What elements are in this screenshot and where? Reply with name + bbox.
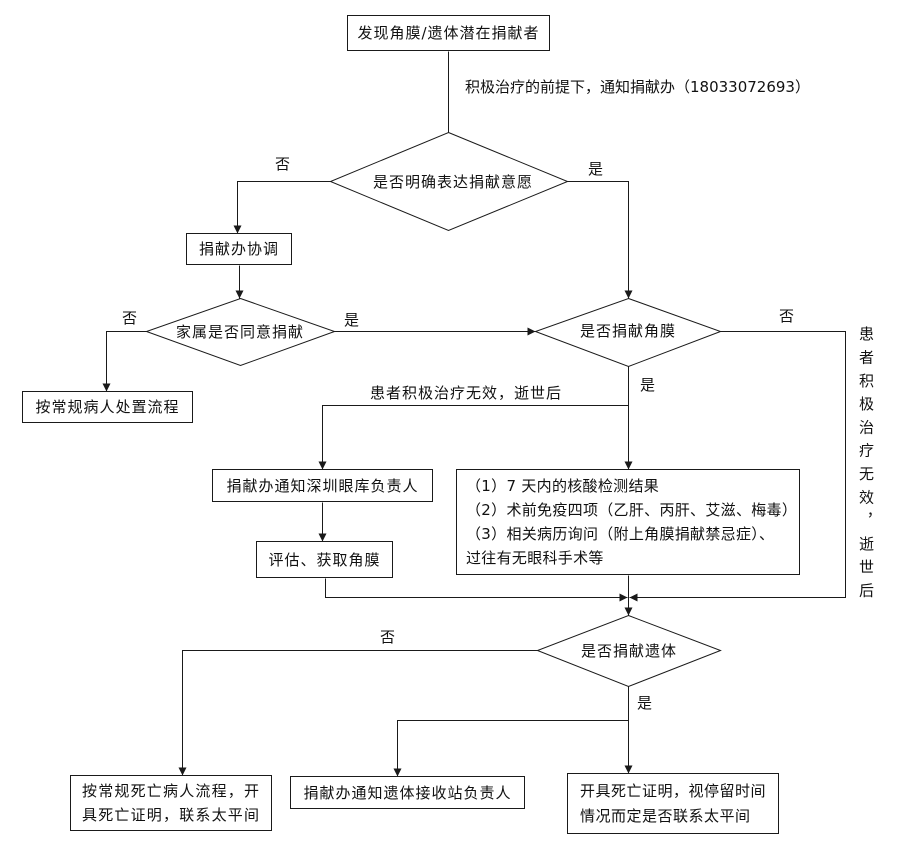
branch-label-cornea-yes: 是	[639, 376, 657, 394]
decision-cornea-label: 是否捐献角膜	[579, 322, 677, 340]
notify-donation-office-note: 积极治疗的前提下，通知捐献办（18033072693）	[465, 78, 810, 96]
death-certificate-node: 开具死亡证明，视停留时间情况而定是否联系太平间	[567, 773, 779, 834]
notify-body-station-node-label: 捐献办通知遗体接收站负责人	[303, 783, 512, 802]
branch-label-cornea-no: 否	[778, 307, 796, 325]
connector-body-no	[178, 650, 538, 776]
connector-cornea-no	[629, 331, 846, 602]
branch-label-family-yes: 是	[343, 311, 361, 329]
branch-label-intent-no: 否	[274, 155, 292, 173]
notify-body-station-node: 捐献办通知遗体接收站负责人	[290, 776, 525, 809]
connector-cornea-after-death	[318, 405, 629, 470]
routine-death-node: 按常规死亡病人流程，开具死亡证明，联系太平间	[70, 775, 272, 831]
connector-body-station	[393, 720, 629, 777]
decision-body-label: 是否捐献遗体	[580, 642, 678, 660]
side-after-death-note: 患者积极治疗无效，逝世后	[857, 326, 875, 606]
routine-death-node-label: 按常规死亡病人流程，开具死亡证明，联系太平间	[82, 782, 261, 824]
connector-intent-yes	[567, 181, 633, 299]
checklist-line: （3）相关病历询问（附上角膜捐献禁忌症）、	[466, 525, 775, 543]
decision-intent-label: 是否明确表达捐献意愿	[372, 173, 534, 191]
branch-label-body-yes: 是	[636, 694, 654, 712]
decision-intent-diamond	[329, 131, 569, 232]
connector-family-no	[102, 331, 147, 392]
after-death-note: 患者积极治疗无效，逝世后	[369, 384, 563, 402]
checklist-line: （2）术前免疫四项（乙肝、丙肝、艾滋、梅毒）	[466, 501, 798, 519]
start-node-label: 发现角膜/遗体潜在捐献者	[357, 24, 540, 42]
routine-patient-node: 按常规病人处置流程	[22, 391, 193, 423]
notify-eye-bank-node: 捐献办通知深圳眼库负责人	[212, 469, 433, 502]
connector-intent-no	[233, 181, 331, 234]
notify-eye-bank-node-label: 捐献办通知深圳眼库负责人	[226, 476, 419, 495]
decision-family-diamond	[145, 297, 336, 367]
connector-assess-to-merge	[325, 578, 628, 602]
assess-cornea-node: 评估、获取角膜	[256, 541, 393, 578]
checklist-line: （1）7 天内的核酸检测结果	[466, 477, 660, 495]
assess-cornea-node-label: 评估、获取角膜	[268, 550, 381, 569]
coordinate-node: 捐献办协调	[186, 233, 292, 265]
routine-patient-node-label: 按常规病人处置流程	[35, 398, 180, 416]
branch-label-body-no: 否	[379, 628, 397, 646]
start-node: 发现角膜/遗体潜在捐献者	[347, 15, 550, 51]
checklist-node: （1）7 天内的核酸检测结果 （2）术前免疫四项（乙肝、丙肝、艾滋、梅毒） （3…	[456, 469, 800, 575]
death-certificate-node-label: 开具死亡证明，视停留时间情况而定是否联系太平间	[580, 781, 767, 825]
branch-label-family-no: 否	[121, 309, 139, 327]
coordinate-node-label: 捐献办协调	[198, 240, 279, 258]
branch-label-intent-yes: 是	[587, 160, 605, 178]
decision-family-label: 家属是否同意捐献	[175, 323, 305, 341]
checklist-line: 过往有无眼科手术等	[466, 549, 604, 567]
